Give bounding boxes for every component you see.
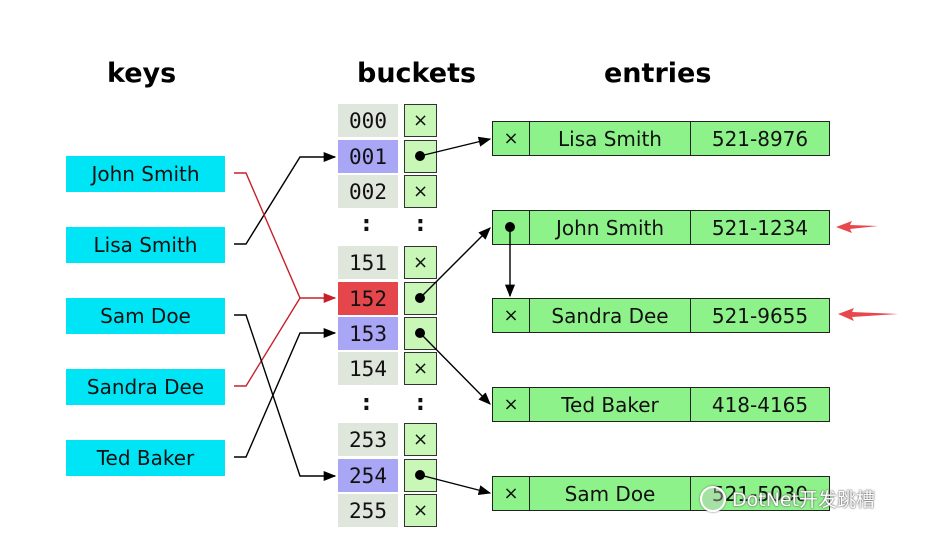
hash-line-john-smith bbox=[234, 172, 337, 304]
entry-null-icon: × bbox=[493, 122, 530, 155]
key-john-smith: John Smith bbox=[66, 156, 225, 192]
entry-name: John Smith bbox=[530, 211, 691, 244]
key-ted-baker: Ted Baker bbox=[66, 440, 225, 476]
entry-name: Sandra Dee bbox=[530, 299, 691, 332]
slot-ellipsis-1: : bbox=[416, 212, 425, 237]
entry-null-icon: × bbox=[493, 388, 530, 421]
key-sam-doe: Sam Doe bbox=[66, 298, 225, 334]
ptr-254-to-sam bbox=[419, 474, 492, 496]
hash-line-sam-doe bbox=[234, 314, 337, 482]
entry-phone: 521-1234 bbox=[711, 215, 809, 240]
key-lisa-smith: Lisa Smith bbox=[66, 227, 225, 263]
ptr-001-to-lisa bbox=[419, 136, 492, 157]
heading-keys: keys bbox=[107, 58, 177, 89]
hash-line-ted-baker bbox=[234, 327, 337, 458]
hash-line-sandra-dee bbox=[234, 297, 301, 387]
entry-name: Sam Doe bbox=[530, 477, 691, 510]
heading-buckets: buckets bbox=[357, 58, 477, 89]
bucket-000: 000 bbox=[338, 104, 398, 137]
bucket-151-empty-icon: × bbox=[404, 246, 437, 279]
entry-ted-baker: × Ted Baker 418-4165 bbox=[492, 387, 830, 422]
entry-pointer bbox=[493, 211, 530, 244]
bucket-255-empty-icon: × bbox=[404, 494, 437, 527]
bucket-253-empty-icon: × bbox=[404, 423, 437, 456]
bucket-002-empty-icon: × bbox=[404, 175, 437, 208]
bucket-153: 153 bbox=[338, 317, 398, 350]
entry-phone: 418-4165 bbox=[711, 392, 809, 417]
bucket-ellipsis-2: : bbox=[362, 391, 371, 416]
entry-name: Ted Baker bbox=[530, 388, 691, 421]
bucket-255: 255 bbox=[338, 494, 398, 527]
entry-sandra-dee: × Sandra Dee 521-9655 bbox=[492, 298, 830, 333]
slot-ellipsis-2: : bbox=[416, 391, 425, 416]
bucket-ellipsis-1: : bbox=[362, 212, 371, 237]
marker-arrow-sandra-dee-icon bbox=[838, 308, 898, 321]
entry-null-icon: × bbox=[493, 299, 530, 332]
entry-john-smith: John Smith 521-1234 bbox=[492, 210, 830, 245]
heading-entries: entries bbox=[604, 58, 712, 89]
bucket-152-pointer bbox=[404, 282, 437, 315]
entry-null-icon: × bbox=[493, 477, 530, 510]
watermark-text: DotNet开发跳槽 bbox=[732, 489, 876, 511]
bucket-152: 152 bbox=[338, 282, 398, 315]
key-sandra-dee: Sandra Dee bbox=[66, 369, 225, 405]
bucket-002: 002 bbox=[338, 175, 398, 208]
entry-phone: 521-8976 bbox=[711, 126, 809, 151]
entry-phone: 521-5030 bbox=[711, 481, 809, 506]
bucket-254: 254 bbox=[338, 459, 398, 492]
bucket-253: 253 bbox=[338, 423, 398, 456]
bucket-000-empty-icon: × bbox=[404, 104, 437, 137]
bucket-153-pointer bbox=[404, 317, 437, 350]
entry-sam-doe: × Sam Doe 521-5030 bbox=[492, 476, 830, 511]
wechat-logo-icon bbox=[700, 485, 726, 512]
ptr-153-to-ted bbox=[419, 332, 491, 405]
bucket-154-empty-icon: × bbox=[404, 352, 437, 385]
hash-line-lisa-smith bbox=[234, 151, 337, 245]
bucket-154: 154 bbox=[338, 352, 398, 385]
entry-name: Lisa Smith bbox=[530, 122, 691, 155]
entry-lisa-smith: × Lisa Smith 521-8976 bbox=[492, 121, 830, 156]
marker-arrow-john-smith-icon bbox=[836, 221, 878, 233]
entry-phone: 521-9655 bbox=[711, 303, 809, 328]
watermark: DotNet开发跳槽 bbox=[700, 485, 875, 512]
bucket-151: 151 bbox=[338, 246, 398, 279]
bucket-001: 001 bbox=[338, 140, 398, 173]
ptr-152-to-john bbox=[419, 227, 491, 299]
